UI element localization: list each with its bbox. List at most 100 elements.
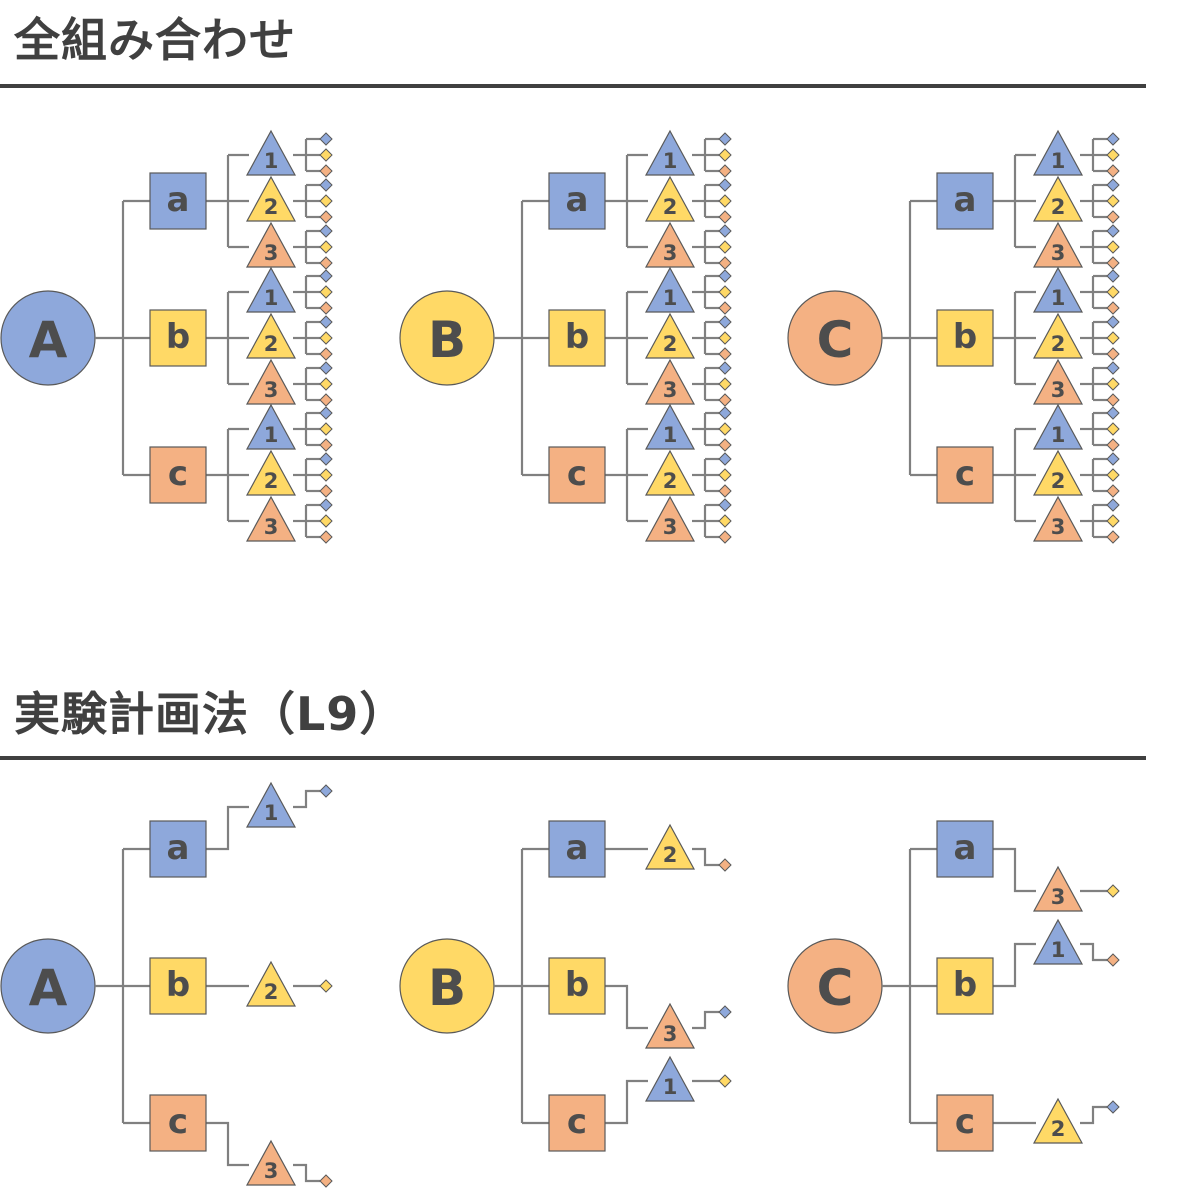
root-label: A	[29, 959, 68, 1017]
level4-diamond	[718, 514, 732, 528]
level4-diamond	[1106, 331, 1120, 345]
section-divider-full	[0, 84, 1146, 88]
level2-label: b	[565, 965, 589, 1005]
level2-box	[548, 446, 606, 504]
level3-branch	[993, 847, 1036, 893]
level4-diamond	[319, 132, 333, 146]
level4-diamond	[718, 498, 732, 512]
level2-box	[149, 446, 207, 504]
level3-branch	[206, 1121, 249, 1167]
level4-branch	[692, 847, 719, 867]
level3-label: 1	[264, 423, 279, 447]
section-divider-l9	[0, 756, 1146, 760]
level3-label: 1	[663, 149, 678, 173]
level3-triangle	[245, 129, 297, 176]
level2-label: a	[566, 828, 589, 868]
level3-label: 2	[663, 195, 678, 219]
level4-diamond	[1106, 224, 1120, 238]
level4-diamond	[319, 468, 333, 482]
level2-box	[548, 1094, 606, 1152]
level4-diamond	[319, 285, 333, 299]
level3-label: 1	[1051, 423, 1066, 447]
level4-diamond	[718, 148, 732, 162]
section-title-l9: 実験計画法（L9）	[14, 687, 407, 741]
level3-label: 1	[1051, 286, 1066, 310]
level3-triangle	[644, 175, 696, 222]
level4-diamond	[1106, 347, 1120, 361]
level3-label: 1	[1051, 938, 1066, 962]
level4-diamond	[319, 331, 333, 345]
level3-branch	[605, 1079, 648, 1125]
level2-box	[936, 820, 994, 878]
level3-label: 1	[663, 1075, 678, 1099]
level3-label: 2	[264, 980, 279, 1004]
level2-box	[548, 957, 606, 1015]
level3-label: 2	[1051, 469, 1066, 493]
level2-box	[149, 957, 207, 1015]
level3-triangle	[644, 823, 696, 870]
level3-label: 3	[1051, 515, 1066, 539]
level4-diamond	[718, 285, 732, 299]
level2-label: c	[955, 1102, 975, 1142]
level4-diamond	[319, 406, 333, 420]
level3-triangle	[1032, 175, 1084, 222]
level4-diamond	[1106, 148, 1120, 162]
level4-diamond	[1106, 406, 1120, 420]
level4-diamond	[718, 452, 732, 466]
level2-box	[548, 820, 606, 878]
level2-label: a	[167, 828, 190, 868]
level3-triangle	[644, 1055, 696, 1102]
level4-diamond	[319, 164, 333, 178]
level4-diamond	[1106, 953, 1120, 967]
level3-label: 3	[663, 515, 678, 539]
level2-label: a	[954, 828, 977, 868]
root-label: B	[428, 311, 466, 369]
level4-branch	[1080, 1105, 1107, 1125]
level3-branch	[993, 942, 1036, 988]
level2-label: b	[166, 317, 190, 357]
level4-diamond	[319, 393, 333, 407]
level3-triangle	[1032, 266, 1084, 313]
level4-diamond	[718, 164, 732, 178]
level4-diamond	[718, 331, 732, 345]
root-label: B	[428, 959, 466, 1017]
level3-branch	[206, 805, 249, 851]
level4-diamond	[1106, 301, 1120, 315]
level3-label: 3	[264, 378, 279, 402]
level4-diamond	[319, 240, 333, 254]
level4-diamond	[1106, 468, 1120, 482]
level2-label: a	[954, 180, 977, 220]
level4-diamond	[1106, 164, 1120, 178]
level4-branch	[692, 1010, 719, 1030]
level3-label: 1	[663, 286, 678, 310]
level4-diamond	[718, 210, 732, 224]
level3-triangle	[644, 495, 696, 542]
level4-diamond	[319, 422, 333, 436]
level4-diamond	[319, 194, 333, 208]
level3-triangle	[245, 1139, 297, 1186]
level3-triangle	[644, 403, 696, 450]
level4-diamond	[1106, 1100, 1120, 1114]
level3-triangle	[644, 266, 696, 313]
level3-label: 2	[264, 332, 279, 356]
level4-diamond	[718, 224, 732, 238]
level4-diamond	[1106, 422, 1120, 436]
level4-diamond	[1106, 514, 1120, 528]
level3-label: 2	[1051, 1117, 1066, 1141]
level4-diamond	[319, 347, 333, 361]
level2-label: b	[565, 317, 589, 357]
level4-diamond	[718, 1074, 732, 1088]
level2-box	[548, 172, 606, 230]
level4-diamond	[1106, 285, 1120, 299]
level4-diamond	[319, 784, 333, 798]
level4-diamond	[1106, 240, 1120, 254]
level4-diamond	[718, 422, 732, 436]
level2-box	[548, 309, 606, 367]
level3-triangle	[1032, 312, 1084, 359]
level4-diamond	[718, 377, 732, 391]
level3-triangle	[245, 312, 297, 359]
level4-diamond	[1106, 361, 1120, 375]
level4-diamond	[718, 256, 732, 270]
level4-diamond	[718, 468, 732, 482]
